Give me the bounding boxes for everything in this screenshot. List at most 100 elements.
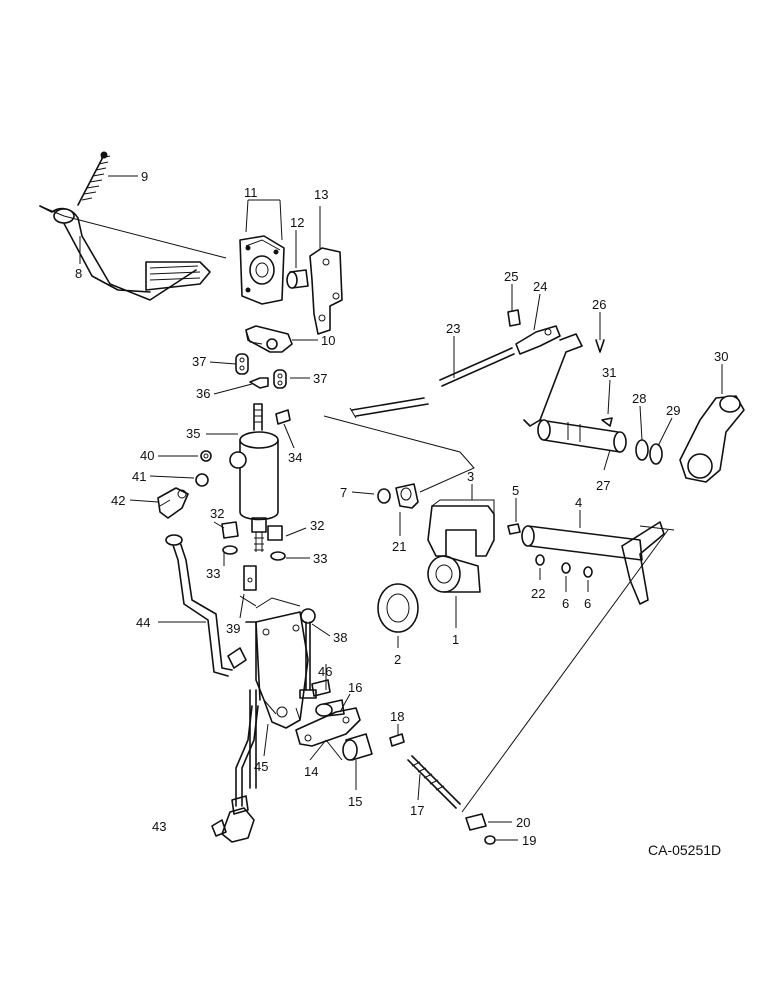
cross-shaft-27 bbox=[523, 333, 627, 453]
callout-32-b: 32 bbox=[310, 518, 324, 533]
snap-ring-29 bbox=[649, 443, 663, 465]
guide-lines bbox=[239, 415, 675, 813]
hydraulic-line bbox=[165, 534, 259, 807]
mounting-bracket bbox=[309, 247, 343, 335]
elbow-fitting-43 bbox=[211, 795, 255, 843]
release-arm-14 bbox=[295, 707, 361, 747]
callout-2: 2 bbox=[394, 652, 401, 667]
callout-18: 18 bbox=[390, 709, 404, 724]
callout-15: 15 bbox=[348, 794, 362, 809]
callout-23: 23 bbox=[446, 321, 460, 336]
seal-2 bbox=[377, 583, 419, 633]
release-bearing-1 bbox=[427, 555, 481, 593]
callout-20: 20 bbox=[516, 815, 530, 830]
callout-46: 46 bbox=[318, 664, 332, 679]
callout-16: 16 bbox=[348, 680, 362, 695]
callout-22: 22 bbox=[531, 586, 545, 601]
callout-21: 21 bbox=[392, 539, 406, 554]
callout-5: 5 bbox=[512, 483, 519, 498]
washer-33-right bbox=[270, 551, 286, 561]
hub-30 bbox=[679, 395, 745, 483]
callout-4: 4 bbox=[575, 495, 582, 510]
callout-8: 8 bbox=[75, 266, 82, 281]
callout-31: 31 bbox=[602, 365, 616, 380]
callout-14: 14 bbox=[304, 764, 318, 779]
grommet-32-right bbox=[267, 525, 283, 541]
cotter-pin-26 bbox=[595, 339, 605, 353]
bushing bbox=[286, 269, 309, 289]
callout-25: 25 bbox=[504, 269, 518, 284]
callout-6-a: 6 bbox=[562, 596, 569, 611]
elbow-fitting-42 bbox=[157, 487, 189, 519]
callout-45: 45 bbox=[254, 759, 268, 774]
callout-12: 12 bbox=[290, 215, 304, 230]
grease-fitting-18 bbox=[389, 733, 405, 747]
callout-30: 30 bbox=[714, 349, 728, 364]
callout-24: 24 bbox=[533, 279, 547, 294]
ring-19 bbox=[484, 835, 496, 845]
callout-6-b: 6 bbox=[584, 596, 591, 611]
washer-28 bbox=[635, 439, 649, 461]
callout-26: 26 bbox=[592, 297, 606, 312]
pedal-lever bbox=[245, 325, 293, 353]
cap-34 bbox=[275, 409, 291, 425]
callout-41: 41 bbox=[132, 469, 146, 484]
nut-20 bbox=[465, 813, 487, 831]
grease-fitting-5 bbox=[507, 523, 521, 535]
collar-21 bbox=[395, 483, 419, 509]
clevis-pin bbox=[249, 377, 269, 389]
master-cylinder bbox=[229, 403, 279, 552]
callout-44: 44 bbox=[136, 615, 150, 630]
callout-17: 17 bbox=[410, 803, 424, 818]
release-yoke-3 bbox=[427, 499, 495, 557]
bushing-22 bbox=[535, 554, 545, 566]
pedal-return-spring bbox=[77, 151, 111, 206]
clevis-24 bbox=[515, 325, 561, 355]
callout-27: 27 bbox=[596, 478, 610, 493]
washer-40 bbox=[200, 450, 212, 462]
adjusting-rod-17 bbox=[407, 755, 461, 809]
callout-42: 42 bbox=[111, 493, 125, 508]
callout-38: 38 bbox=[333, 630, 347, 645]
bushing-46 bbox=[311, 679, 331, 697]
callout-7: 7 bbox=[340, 485, 347, 500]
key-6-right bbox=[583, 566, 593, 578]
callout-3: 3 bbox=[467, 469, 474, 484]
pushrod-clevis-39 bbox=[243, 565, 257, 591]
mounting-plate-45 bbox=[245, 611, 309, 729]
key-31 bbox=[601, 417, 613, 427]
ring-7 bbox=[377, 488, 391, 504]
o-ring-41 bbox=[195, 473, 209, 487]
bushing-16 bbox=[315, 699, 345, 717]
callout-9: 9 bbox=[141, 169, 148, 184]
callout-29: 29 bbox=[666, 403, 680, 418]
washer-33-left bbox=[222, 545, 238, 555]
grommet-32-left bbox=[221, 521, 239, 539]
callout-32-a: 32 bbox=[210, 506, 224, 521]
drawing-reference: CA-05251D bbox=[648, 842, 721, 858]
clutch-pedal bbox=[39, 205, 227, 301]
callout-37-a: 37 bbox=[192, 354, 206, 369]
callout-19: 19 bbox=[522, 833, 536, 848]
callout-36: 36 bbox=[196, 386, 210, 401]
pin-25 bbox=[507, 309, 521, 327]
callout-33-a: 33 bbox=[206, 566, 220, 581]
clip-right bbox=[273, 369, 287, 389]
link-rod-38 bbox=[299, 608, 317, 699]
pedal-housing bbox=[239, 235, 285, 305]
release-shaft-4 bbox=[521, 521, 665, 605]
clip-left bbox=[235, 353, 249, 375]
callout-11: 11 bbox=[244, 185, 258, 200]
callout-13: 13 bbox=[314, 187, 328, 202]
key-6-left bbox=[561, 562, 571, 574]
callout-39: 39 bbox=[226, 621, 240, 636]
callout-43: 43 bbox=[152, 819, 166, 834]
callout-35: 35 bbox=[186, 426, 200, 441]
callout-37-b: 37 bbox=[313, 371, 327, 386]
clutch-rod-23 bbox=[349, 347, 515, 419]
callout-34: 34 bbox=[288, 450, 302, 465]
callout-40: 40 bbox=[140, 448, 154, 463]
sleeve-15 bbox=[342, 733, 373, 761]
callout-labels: 9 11 13 12 8 10 37 37 36 35 34 40 41 42 … bbox=[75, 169, 728, 848]
